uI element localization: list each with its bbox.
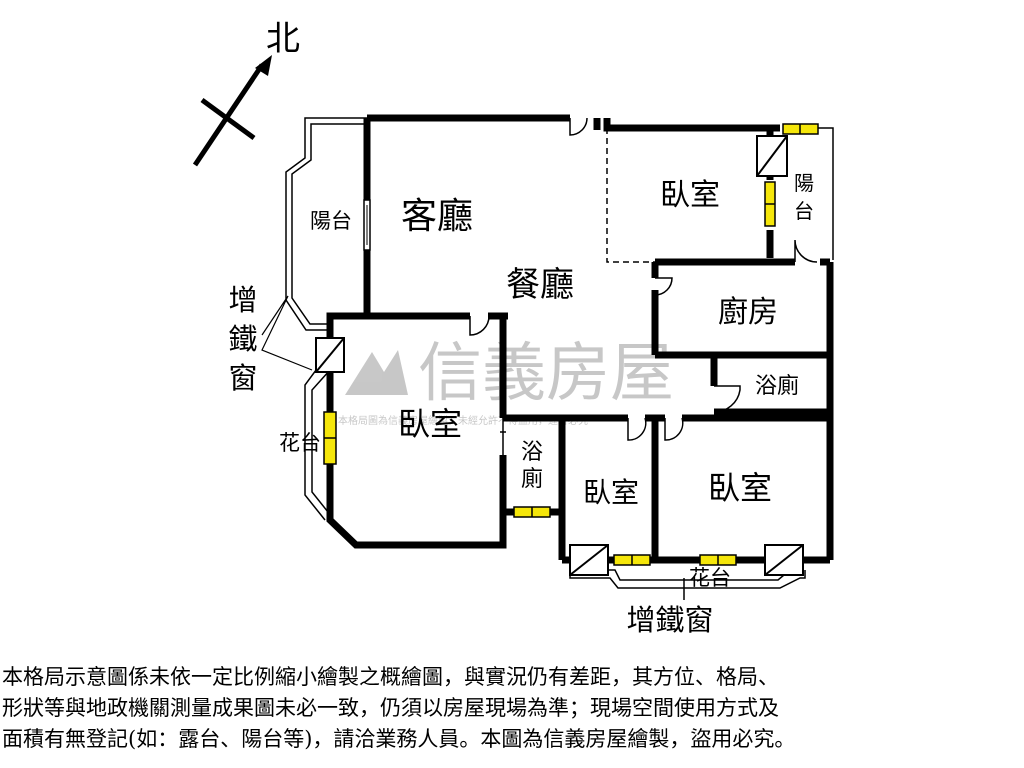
compass: 北 xyxy=(192,19,300,167)
north-arrow-line xyxy=(192,63,265,167)
door-bedroom-left xyxy=(469,315,490,336)
label-balcony-right-top: 陽 xyxy=(794,171,814,195)
compass-cross xyxy=(200,97,256,141)
label-bedroom-right: 臥室 xyxy=(708,469,772,507)
door-kitchen xyxy=(654,277,673,296)
disclaimer-line-1: 本格局示意圖係未依一定比例縮小繪製之概繪圖，與實況仍有差距，其方位、格局、 xyxy=(2,665,779,689)
shafts xyxy=(315,135,804,576)
label-iron-window-left-2: 鐵 xyxy=(228,322,257,356)
walls xyxy=(326,114,834,564)
iron-window-leader xyxy=(261,295,313,371)
label-balcony-right-bottom: 台 xyxy=(794,199,814,223)
label-balcony-left: 陽台 xyxy=(310,209,352,233)
label-bedroom-top-right: 臥室 xyxy=(660,178,720,213)
label-living-room: 客廳 xyxy=(401,196,473,237)
door-bedroom-mid xyxy=(627,417,647,441)
label-kitchen: 廚房 xyxy=(718,295,778,330)
windows xyxy=(323,123,819,566)
door-bedroom-right xyxy=(664,417,684,441)
floor-plan: 北 信義房屋 本格局圖為信義房屋繪製，未經允許不得盜用，違者必究 xyxy=(192,19,834,637)
north-label: 北 xyxy=(266,19,300,59)
label-iron-window-left-1: 增 xyxy=(228,283,257,317)
label-bath-left-top: 浴 xyxy=(521,440,543,465)
door-balcony xyxy=(794,239,818,263)
label-planter-bottom: 花台 xyxy=(689,566,731,590)
living-balcony-slider xyxy=(363,199,371,251)
label-planter-left: 花台 xyxy=(279,431,321,455)
watermark-logo xyxy=(345,350,408,395)
label-iron-window-bottom: 增鐵窗 xyxy=(626,603,713,637)
disclaimer: 本格局示意圖係未依一定比例縮小繪製之概繪圖，與實況仍有差距，其方位、格局、 形狀… xyxy=(2,662,1022,755)
label-bedroom-mid: 臥室 xyxy=(583,476,639,509)
disclaimer-line-3: 面積有無登記(如：露台、陽台等)，請洽業務人員。本圖為信義房屋繪製，盜用必究。 xyxy=(2,727,796,751)
door-entrance xyxy=(569,117,588,136)
label-bath-left-bottom: 廁 xyxy=(521,467,543,492)
disclaimer-line-2: 形狀等與地政機關測量成果圖未必一致，仍須以房屋現場為準；現場空間使用方式及 xyxy=(2,696,779,720)
doors xyxy=(469,117,818,455)
watermark-brand: 信義房屋 xyxy=(418,337,674,411)
label-bathroom-right: 浴廁 xyxy=(755,374,799,399)
label-iron-window-left-3: 窗 xyxy=(228,361,257,395)
label-dining-room: 餐廳 xyxy=(506,265,574,305)
label-bedroom-left: 臥室 xyxy=(398,405,462,443)
north-arrow-head xyxy=(255,55,272,76)
door-bathroom-right xyxy=(713,385,741,413)
open-partition xyxy=(606,128,655,263)
balcony-outlines xyxy=(285,117,834,600)
